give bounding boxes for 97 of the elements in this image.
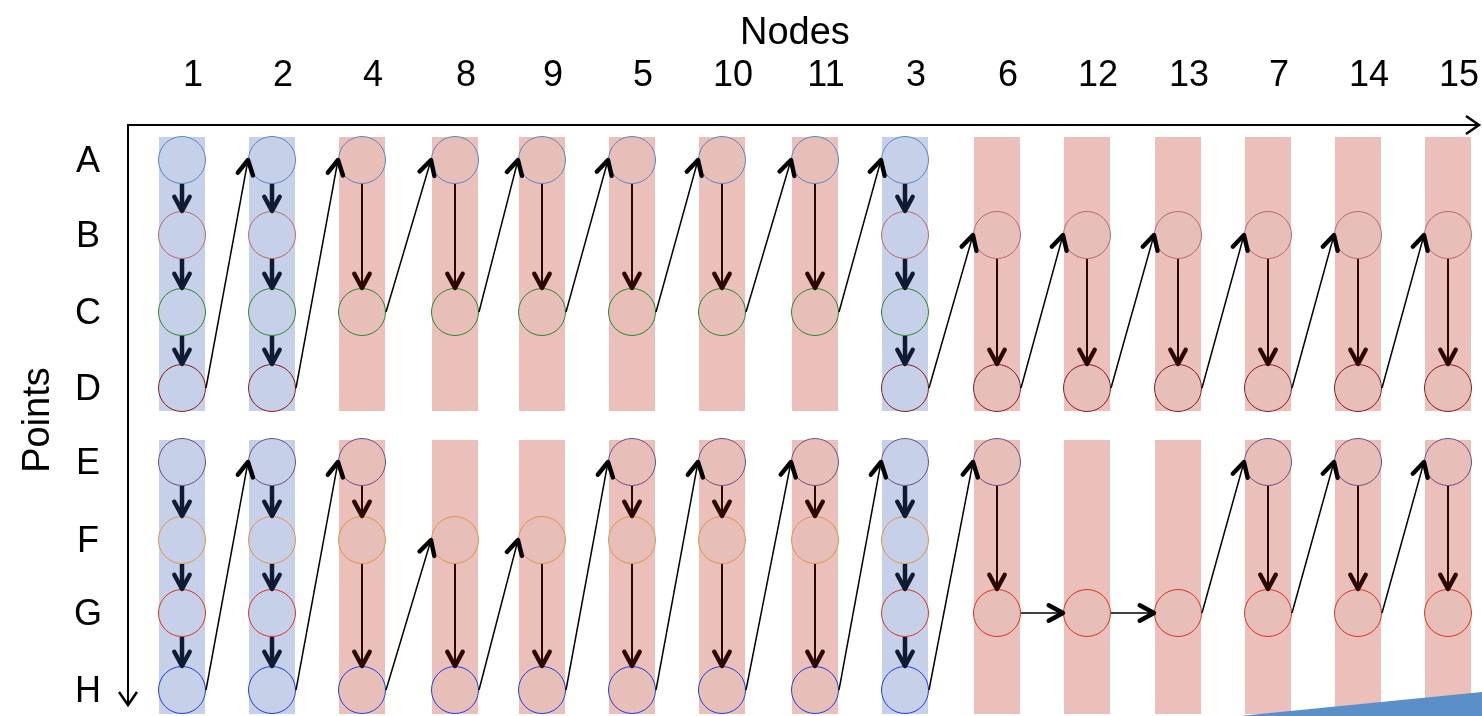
arrow xyxy=(262,336,282,367)
arrow xyxy=(205,459,256,691)
arrow xyxy=(172,259,192,291)
arrow xyxy=(385,157,437,313)
axis-label: 7 xyxy=(1269,56,1289,92)
arrow xyxy=(1291,459,1340,614)
arrow xyxy=(895,336,915,367)
arrow xyxy=(262,184,282,214)
arrow xyxy=(262,637,282,669)
arrow xyxy=(172,184,192,214)
arrow xyxy=(805,485,825,519)
axis-label: E xyxy=(76,444,100,480)
axis-label: 5 xyxy=(633,56,653,92)
arrow xyxy=(712,485,732,519)
arrow xyxy=(895,637,915,669)
arrow xyxy=(745,459,798,691)
axis-label: G xyxy=(74,595,102,631)
arrow xyxy=(1348,258,1368,367)
axis-label: 12 xyxy=(1078,56,1118,92)
arrow xyxy=(838,459,889,691)
axis-label: 10 xyxy=(713,56,753,92)
arrow xyxy=(385,537,437,691)
arrow xyxy=(1381,459,1430,614)
arrow xyxy=(928,459,981,691)
arrow xyxy=(987,258,1007,367)
axis-label: 9 xyxy=(543,56,563,92)
arrow xyxy=(1291,232,1340,389)
axis-label: F xyxy=(77,522,99,558)
arrow xyxy=(532,563,552,669)
arrow xyxy=(1381,232,1430,389)
arrow xyxy=(1201,232,1250,389)
arrow xyxy=(262,486,282,519)
arrow xyxy=(712,563,732,669)
arrow xyxy=(262,259,282,291)
arrow xyxy=(1348,485,1368,592)
arrow xyxy=(712,183,732,291)
arrow xyxy=(1438,258,1458,367)
arrow xyxy=(1438,485,1458,592)
arrow xyxy=(352,183,372,291)
arrow xyxy=(445,183,465,291)
arrow xyxy=(532,183,552,291)
arrow xyxy=(172,336,192,367)
arrow xyxy=(352,563,372,669)
axis-label: 15 xyxy=(1439,56,1479,92)
arrow xyxy=(895,486,915,519)
arrow xyxy=(478,157,525,313)
arrow xyxy=(445,563,465,669)
arrow xyxy=(805,563,825,669)
axis-label: D xyxy=(75,370,101,406)
axis-label: 11 xyxy=(807,56,845,92)
arrow xyxy=(895,259,915,291)
axis-label: 2 xyxy=(273,56,293,92)
arrow xyxy=(172,486,192,519)
arrow xyxy=(352,485,372,519)
axis-label: H xyxy=(75,672,101,708)
arrow xyxy=(745,157,797,313)
arrow xyxy=(262,564,282,592)
arrow xyxy=(295,157,346,389)
arrow xyxy=(1020,603,1066,623)
arrow xyxy=(1020,232,1069,389)
axis-label: 4 xyxy=(363,56,383,92)
arrow xyxy=(565,157,614,313)
arrow xyxy=(928,232,979,389)
axis-title: Points xyxy=(17,367,55,473)
axis-label: 3 xyxy=(906,56,926,92)
arrow xyxy=(205,157,256,389)
arrow xyxy=(1201,459,1250,614)
axis-label: 1 xyxy=(183,56,203,92)
arrow xyxy=(478,537,525,691)
arrow xyxy=(1110,603,1157,623)
axis-label: C xyxy=(75,294,101,330)
axis-label: 8 xyxy=(456,56,476,92)
arrow xyxy=(565,459,616,691)
axis-label: A xyxy=(76,142,100,178)
arrow xyxy=(1110,232,1160,389)
axis-label: 13 xyxy=(1169,56,1209,92)
arrow xyxy=(172,564,192,592)
arrow xyxy=(1168,258,1188,367)
arrow xyxy=(655,157,704,313)
arrow xyxy=(838,157,887,313)
arrow xyxy=(295,459,346,691)
axis-label: B xyxy=(76,217,100,253)
arrow xyxy=(987,485,1007,592)
arrow xyxy=(622,183,642,291)
axis-title: Nodes xyxy=(740,12,850,50)
axis-label: 14 xyxy=(1349,56,1389,92)
arrow xyxy=(1077,258,1097,367)
arrow xyxy=(895,564,915,592)
arrow xyxy=(805,183,825,291)
arrow xyxy=(1258,485,1278,592)
arrow xyxy=(1258,258,1278,367)
arrow xyxy=(172,637,192,669)
arrow xyxy=(622,485,642,519)
arrow xyxy=(895,184,915,214)
arrow xyxy=(622,563,642,669)
arrow xyxy=(655,459,706,691)
axis-label: 6 xyxy=(998,56,1018,92)
